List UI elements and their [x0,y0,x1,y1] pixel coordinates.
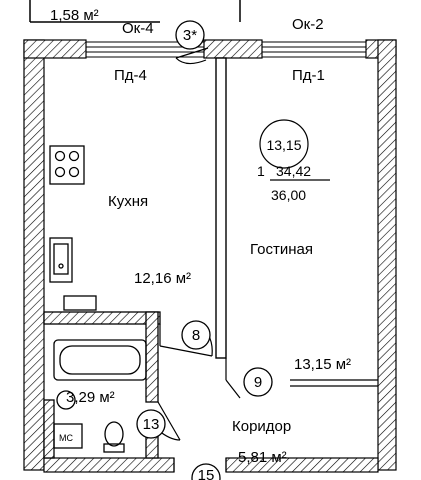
partition-kitchen-living [215,57,227,359]
corridor-area: 5,81 м² [238,449,287,466]
kitchen-sink [49,237,73,283]
marker-13-circle [136,409,166,439]
living-name: Гостиная [250,241,313,258]
window-ok2 [262,41,366,58]
info-total-with-balcony: 36,00 [271,187,306,203]
kitchen-name: Кухня [108,193,148,210]
bottom-partitions [173,458,227,472]
stove [49,145,85,185]
corridor-name: Коридор [232,418,291,435]
balcony-area: 1,58 м² [50,7,99,24]
marker-9: 9 [254,374,262,391]
top-wall-left [23,39,87,59]
living-area: 13,15 м² [294,356,351,373]
toilet [103,421,125,453]
info-rooms-count: 1 [257,163,265,179]
marker-circles [136,20,273,480]
marker-15: 15 [198,467,215,480]
bottom-wall [43,457,175,473]
bathroom-area: 3,29 м² [66,389,115,406]
top-wall-mid [203,39,263,59]
left-wall [23,39,45,471]
balcony-door-swing [175,47,209,65]
bathtub [53,339,147,381]
window-ok2-label: Ок-2 [292,16,324,33]
marker-3-circle [175,20,205,50]
marker-9-circle [243,367,273,397]
marker-3: 3* [183,27,197,44]
marker-13: 13 [143,416,160,433]
window-ok4-label: Ок-4 [122,20,154,37]
right-wall [377,39,397,471]
marker-8-circle [181,320,211,350]
marker-15-circle [191,463,221,480]
exterior-walls [23,39,397,473]
info-block-lines [259,119,330,181]
laundry-label: МС [59,433,73,443]
kitchen-area: 12,16 м² [134,270,191,287]
kitchen-appliance [63,295,97,311]
laundry-box [53,423,83,449]
marker-8: 8 [192,327,200,344]
info-living-area: 13,15 [266,137,301,153]
door-swing-9 [225,358,378,399]
info-total-area: 34,42 [276,163,311,179]
door-pd1-label: Пд-1 [292,67,325,84]
washbasin [56,390,76,410]
door-pd4-label: Пд-4 [114,67,147,84]
balcony-boundary [29,0,241,23]
